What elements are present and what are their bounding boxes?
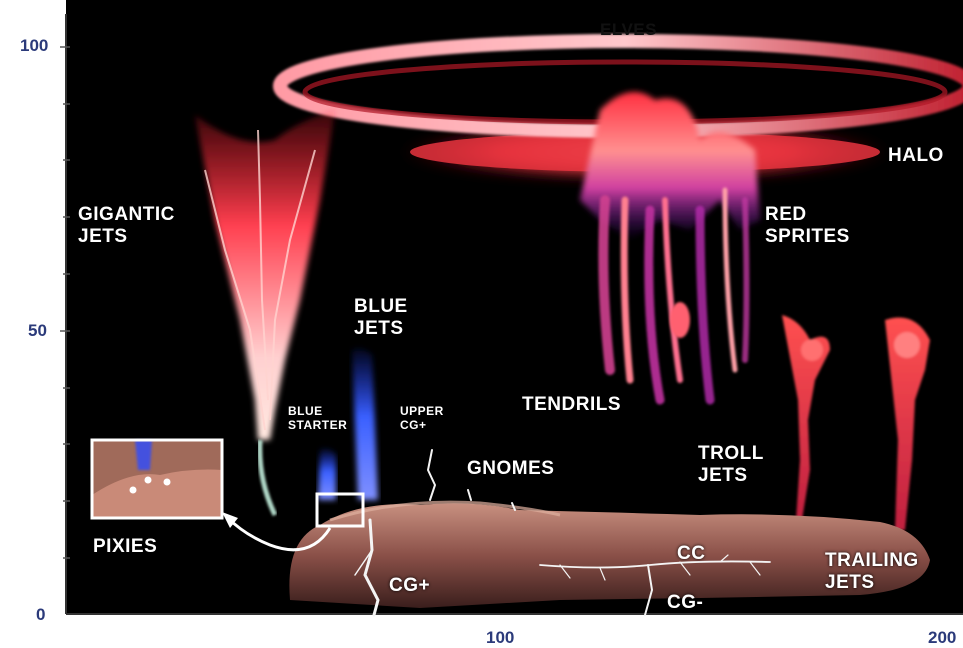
label-cg-minus: CG-: [667, 592, 703, 614]
label-blue-starter: BLUE STARTER: [288, 405, 347, 433]
label-tendrils: TENDRILS: [522, 394, 621, 416]
label-red-sprites: RED SPRITES: [765, 204, 850, 248]
x-tick-label-100: 100: [486, 628, 514, 648]
y-tick-label-100: 100: [20, 36, 48, 56]
pixies-inset: [92, 440, 222, 518]
label-pixies: PIXIES: [93, 536, 157, 558]
label-upper-cg: UPPER CG+: [400, 405, 444, 433]
label-gnomes: GNOMES: [467, 458, 554, 480]
label-blue-jets: BLUE JETS: [354, 296, 408, 340]
y-tick-label-0: 0: [36, 605, 45, 625]
label-elves: ELVES: [600, 20, 657, 40]
label-troll-jets: TROLL JETS: [698, 443, 764, 487]
label-cc: CC: [677, 543, 705, 565]
label-gigantic-jets: GIGANTIC JETS: [78, 204, 175, 248]
y-tick-label-50: 50: [28, 321, 47, 341]
label-trailing-jets: TRAILING JETS: [825, 550, 919, 594]
label-halo: HALO: [888, 145, 944, 167]
blue-starter: [318, 448, 336, 500]
label-cg-plus: CG+: [389, 575, 430, 597]
x-tick-label-200: 200: [928, 628, 956, 648]
